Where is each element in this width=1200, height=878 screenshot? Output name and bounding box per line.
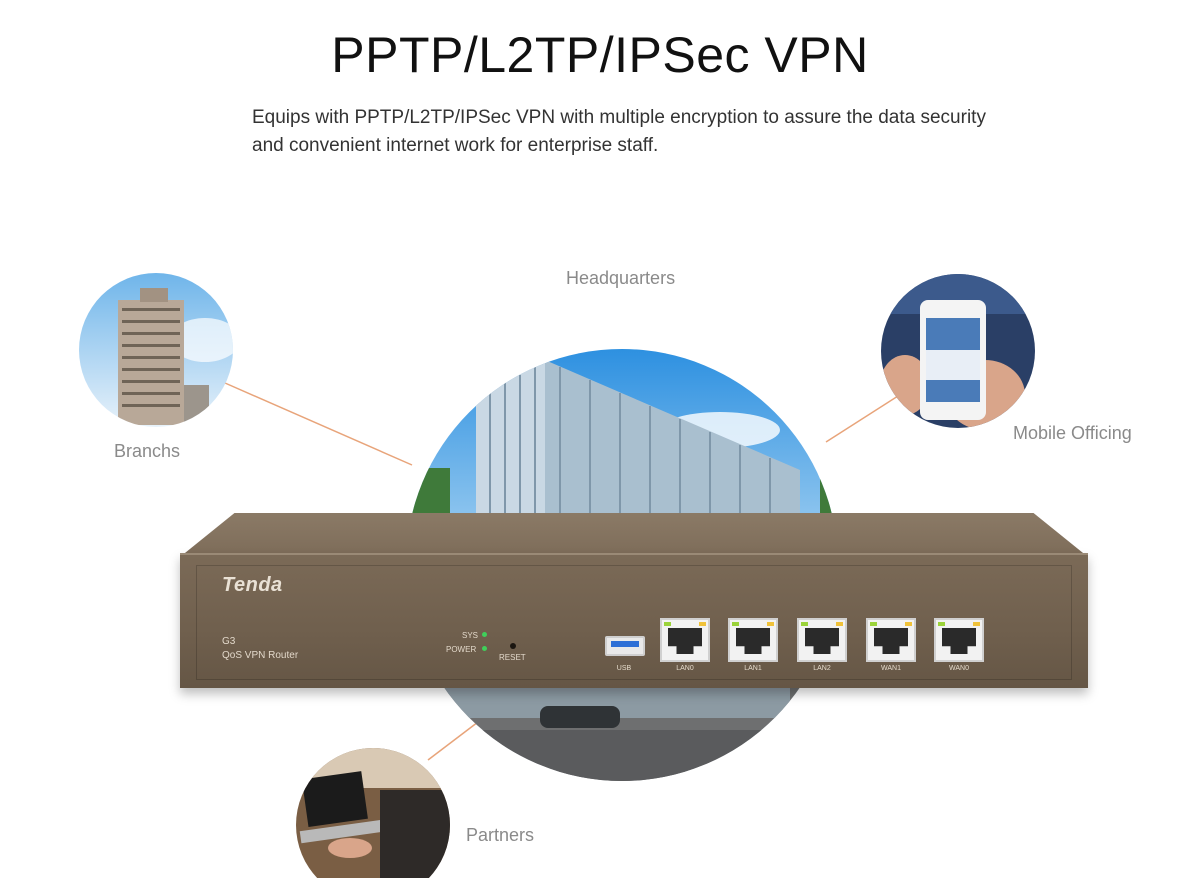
port-label-lan1: LAN1	[744, 665, 762, 672]
port-label-wan0: WAN0	[949, 665, 969, 672]
sys-led-icon	[482, 632, 487, 637]
sys-led-label: SYS	[462, 631, 479, 640]
router-model-description: QoS VPN Router	[222, 650, 299, 661]
mobile-officing-label: Mobile Officing	[1013, 423, 1132, 443]
vpn-router: Tenda G3 QoS VPN Router SYS POWER RESET …	[180, 513, 1088, 688]
partners-label: Partners	[466, 825, 535, 845]
page-title: PPTP/L2TP/IPSec VPN	[331, 27, 869, 83]
router-model: G3	[222, 636, 236, 647]
power-led-icon	[482, 646, 487, 651]
port-label-lan2: LAN2	[813, 665, 831, 672]
ethernet-port-icon	[660, 618, 710, 662]
port-label-lan0: LAN0	[676, 665, 694, 672]
partners-image	[296, 748, 450, 878]
router-top-panel	[180, 513, 1088, 557]
router-front-panel	[180, 553, 1088, 688]
reset-label: RESET	[499, 653, 526, 662]
reset-hole-icon[interactable]	[510, 643, 516, 649]
ethernet-port-icon	[728, 618, 778, 662]
connector-branch	[224, 382, 413, 466]
branchs-label: Branchs	[114, 441, 181, 461]
connector-mobile	[825, 395, 899, 443]
mobile-image	[881, 274, 1035, 428]
power-led-label: POWER	[446, 645, 477, 654]
page-description: Equips with PPTP/L2TP/IPSec VPN with mul…	[252, 107, 986, 156]
ethernet-port-icon	[797, 618, 847, 662]
branch-image	[79, 273, 233, 427]
usb-port-icon	[605, 636, 645, 656]
router-brand-logo: Tenda	[222, 574, 283, 596]
connector-partners	[427, 721, 479, 761]
usb-port-label: USB	[616, 665, 632, 672]
ethernet-port-icon	[866, 618, 916, 662]
port-label-wan1: WAN1	[881, 665, 901, 672]
headquarters-label: Headquarters	[566, 268, 676, 288]
ethernet-port-icon	[934, 618, 984, 662]
